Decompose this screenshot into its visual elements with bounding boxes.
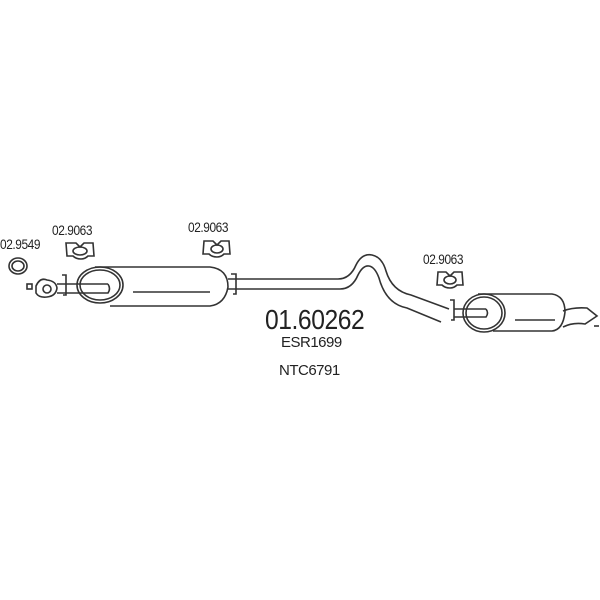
- callout-hanger-front: 02.9063: [52, 222, 93, 238]
- flange-icon: [35, 278, 58, 298]
- reference-1: ESR1699: [281, 334, 342, 351]
- middle-pipe: [228, 253, 455, 323]
- callout-hanger-rear: 02.9063: [423, 251, 464, 267]
- part-number: 01.60262: [265, 304, 365, 335]
- front-pipe: [57, 274, 111, 296]
- sealing-ring-icon: [8, 257, 28, 275]
- gasket-icon: [26, 283, 33, 290]
- callout-ring: 02.9549: [0, 236, 41, 252]
- callout-hanger-middle: 02.9063: [188, 219, 229, 235]
- hanger-rear-icon: [436, 271, 464, 289]
- front-muffler: [76, 266, 229, 307]
- hanger-front-icon: [65, 242, 95, 260]
- rear-muffler: [454, 293, 599, 333]
- reference-2: NTC6791: [279, 362, 340, 379]
- hanger-middle-icon: [202, 240, 231, 258]
